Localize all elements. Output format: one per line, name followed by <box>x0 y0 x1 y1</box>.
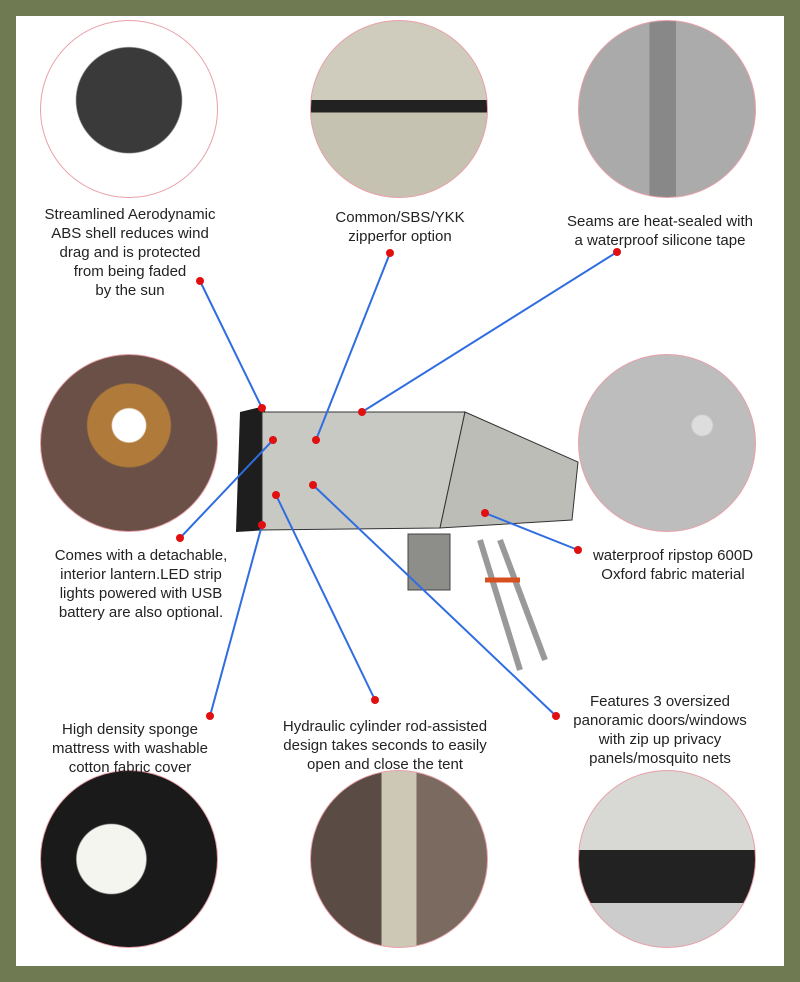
callout-line-shell <box>199 280 263 409</box>
caption-hydraulic: Hydraulic cylinder rod-assisted design t… <box>282 718 488 773</box>
caption-zipper: Common/SBS/YKK zipperfor option <box>335 209 465 245</box>
mattress-image <box>40 770 218 948</box>
callout-line-lantern <box>179 439 274 539</box>
lantern-image <box>40 354 218 532</box>
tent-illustration <box>236 406 579 671</box>
fabric-image <box>578 354 756 532</box>
hydraulic-image <box>310 770 488 948</box>
callout-line-fabric <box>484 512 579 551</box>
zipper-image <box>310 20 488 198</box>
caption-seams: Seams are heat-sealed with a waterproof … <box>567 213 753 249</box>
callout-line-zipper <box>315 252 391 441</box>
doors-image <box>578 770 756 948</box>
caption-shell: Streamlined Aerodynamic ABS shell reduce… <box>44 206 216 299</box>
caption-fabric: waterproof ripstop 600D Oxford fabric ma… <box>592 547 754 583</box>
caption-lantern: Comes with a detachable, interior lanter… <box>54 547 228 621</box>
caption-mattress: High density sponge mattress with washab… <box>52 721 208 776</box>
caption-doors: Features 3 oversized panoramic doors/win… <box>573 693 747 767</box>
seams-image <box>578 20 756 198</box>
callout-dots <box>176 248 621 720</box>
callout-line-doors <box>312 484 557 717</box>
shell-image <box>40 20 218 198</box>
callout-line-mattress <box>209 524 263 717</box>
callout-line-seams <box>361 251 618 413</box>
callout-line-hydraulic <box>275 494 376 701</box>
